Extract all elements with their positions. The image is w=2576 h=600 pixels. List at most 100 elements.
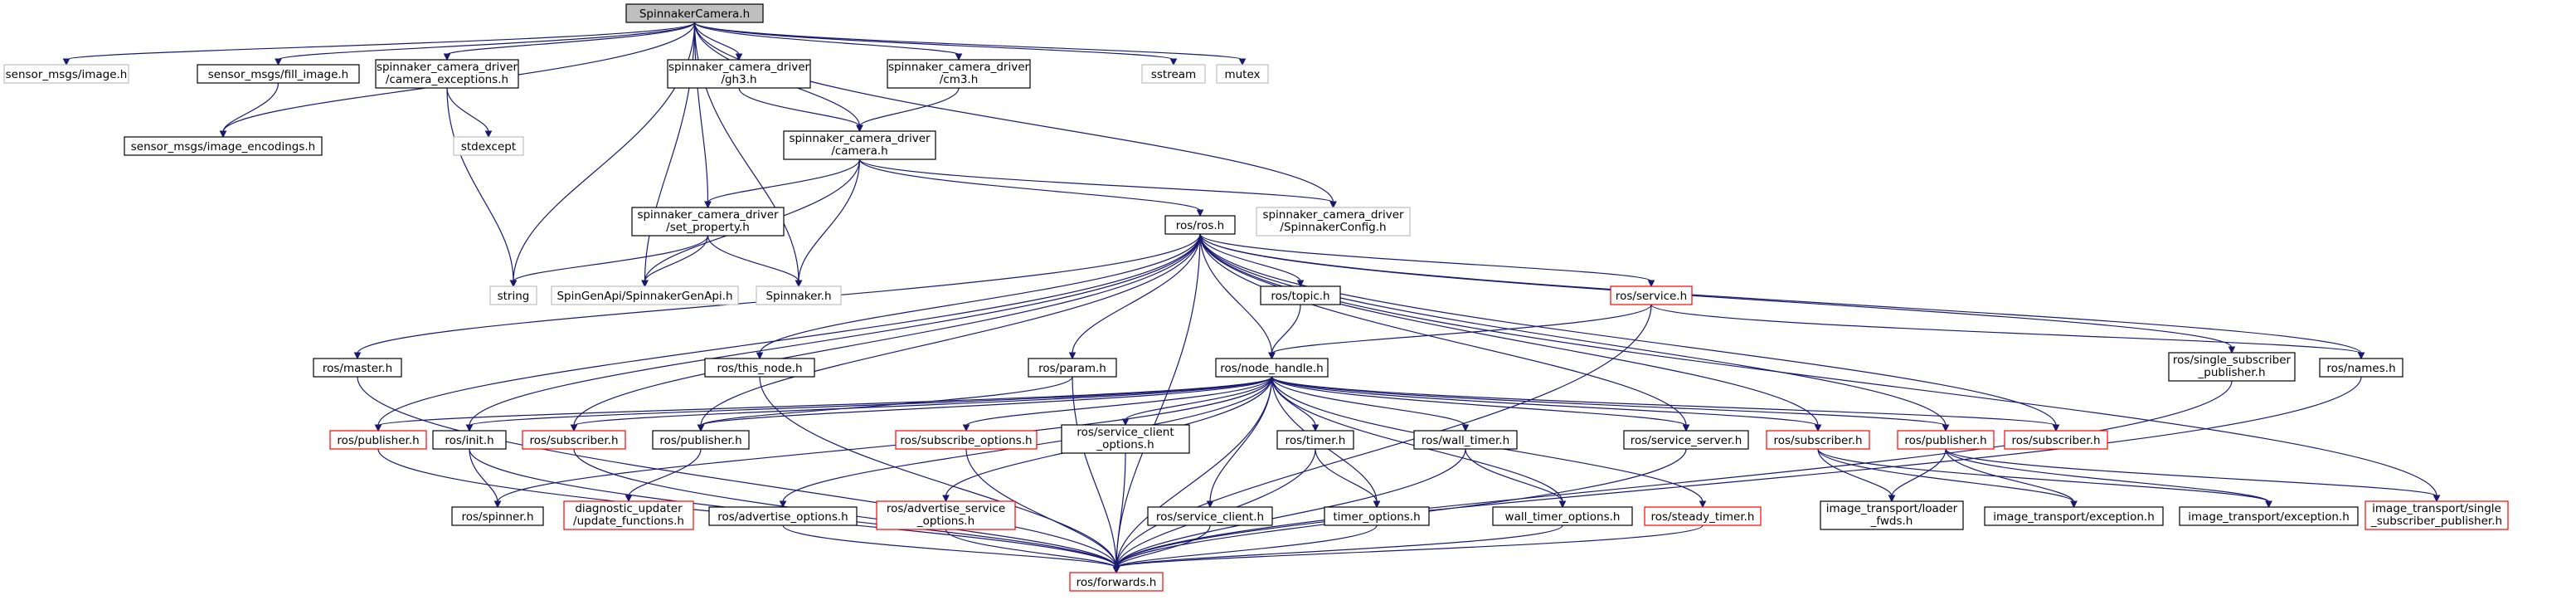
- edge-root-to-img: [62, 22, 696, 66]
- edge-line: [1271, 376, 2057, 427]
- edge-line: [700, 233, 1201, 427]
- node-advsrv[interactable]: ros/advertise_service_options.h: [876, 500, 1016, 530]
- node-walltimeropt[interactable]: wall_timer_options.h: [1492, 506, 1633, 526]
- edge-arrowhead: [1068, 352, 1077, 360]
- edge-timer-to-timeropt: [1315, 448, 1381, 509]
- node-srvserver[interactable]: ros/service_server.h: [1623, 430, 1749, 450]
- edge-line: [469, 376, 1273, 427]
- node-pub3[interactable]: ros/publisher.h: [1897, 430, 1995, 450]
- node-label: ros/node_handle.h: [1220, 362, 1323, 375]
- node-walltimer[interactable]: ros/wall_timer.h: [1413, 430, 1518, 450]
- edge-line: [1199, 233, 1273, 354]
- node-sub2[interactable]: ros/subscriber.h: [1766, 430, 1870, 450]
- edge-rosros-to-sub1: [570, 233, 1201, 432]
- node-timer[interactable]: ros/timer.h: [1276, 430, 1354, 450]
- edge-pub3-to-exc2: [1945, 448, 2272, 509]
- node-label: /SpinnakerConfig.h: [1280, 221, 1386, 234]
- node-rosros[interactable]: ros/ros.h: [1164, 215, 1236, 235]
- node-fill[interactable]: sensor_msgs/fill_image.h: [197, 64, 360, 84]
- node-param[interactable]: ros/param.h: [1028, 358, 1117, 378]
- node-label: /camera.h: [831, 144, 887, 158]
- node-nh[interactable]: ros/node_handle.h: [1215, 358, 1329, 378]
- node-srvclient[interactable]: ros/service_client.h: [1147, 506, 1273, 526]
- node-init[interactable]: ros/init.h: [432, 430, 507, 450]
- edge-line: [1072, 233, 1201, 354]
- node-service[interactable]: ros/service.h: [1610, 285, 1693, 305]
- node-box: [2365, 500, 2509, 530]
- node-itssp[interactable]: image_transport/single_subscriber_publis…: [2365, 500, 2509, 530]
- edge-line: [1125, 376, 1273, 421]
- edge-ssp-to-forwards: [1112, 380, 2233, 574]
- node-box: [895, 430, 1038, 450]
- edge-line: [693, 22, 709, 203]
- node-root[interactable]: SpinnakerCamera.h: [625, 3, 764, 23]
- edge-line: [377, 233, 1201, 427]
- node-label: spinnaker_camera_driver: [789, 132, 931, 145]
- edge-line: [1199, 233, 1947, 427]
- node-box: [1324, 506, 1430, 526]
- node-exc1[interactable]: image_transport/exception.h: [1984, 506, 2164, 526]
- edge-arrowhead: [2052, 424, 2060, 432]
- node-box: [1276, 430, 1354, 450]
- node-label: ros/service_client.h: [1156, 510, 1264, 524]
- edge-line: [1199, 233, 2233, 349]
- node-subopt[interactable]: ros/subscribe_options.h: [895, 430, 1038, 450]
- node-cexc[interactable]: spinnaker_camera_driver/camera_exception…: [375, 59, 519, 89]
- node-steady[interactable]: ros/steady_timer.h: [1644, 506, 1762, 526]
- edge-arrowhead: [704, 201, 712, 209]
- edge-service-to-names: [1650, 304, 2365, 360]
- edge-arrowhead: [1888, 495, 1896, 503]
- node-advopt[interactable]: ros/advertise_options.h: [708, 506, 858, 526]
- node-thisnode[interactable]: ros/this_node.h: [704, 358, 815, 378]
- node-box: [1215, 358, 1329, 378]
- node-box: [551, 285, 739, 305]
- edge-line: [782, 524, 1117, 568]
- edge-arrowhead: [1268, 352, 1276, 360]
- node-label: ros/spinner.h: [461, 510, 533, 524]
- edge-arrowhead: [1699, 500, 1707, 509]
- node-label: ros/publisher.h: [337, 434, 419, 447]
- node-exc2[interactable]: image_transport/exception.h: [2179, 506, 2359, 526]
- node-setprop[interactable]: spinnaker_camera_driver/set_property.h: [631, 207, 785, 237]
- node-label: spinnaker_camera_driver: [377, 61, 518, 74]
- edge-line: [1115, 524, 1211, 568]
- edge-line: [1817, 448, 2075, 503]
- node-forwards[interactable]: ros/forwards.h: [1069, 572, 1164, 592]
- node-scopt[interactable]: ros/service_client_options.h: [1061, 424, 1190, 454]
- node-pub2[interactable]: ros/publisher.h: [652, 430, 750, 450]
- node-label: sensor_msgs/fill_image.h: [208, 68, 348, 81]
- node-label: sensor_msgs/image.h: [6, 68, 128, 81]
- node-master[interactable]: ros/master.h: [313, 358, 402, 378]
- node-topic[interactable]: ros/topic.h: [1260, 285, 1341, 305]
- node-label: ros/topic.h: [1271, 290, 1329, 303]
- edge-arrowhead: [1373, 500, 1381, 509]
- node-names[interactable]: ros/names.h: [2319, 358, 2403, 378]
- node-label: /cm3.h: [940, 73, 979, 86]
- edge-nh-to-init: [465, 376, 1273, 432]
- edge-cexc-to-string: [446, 87, 518, 288]
- edge-arrowhead: [443, 53, 451, 61]
- edge-line: [1115, 448, 1466, 568]
- node-camera[interactable]: spinnaker_camera_driver/camera.h: [783, 130, 936, 160]
- node-cm3[interactable]: spinnaker_camera_driver/cm3.h: [887, 59, 1031, 89]
- node-box: [451, 506, 544, 526]
- edge-service-to-forwards: [1112, 304, 1652, 574]
- node-ssp[interactable]: ros/single_subscriber_publisher.h: [2168, 352, 2296, 382]
- node-label: wall_timer_options.h: [1505, 510, 1621, 524]
- node-diag[interactable]: diagnostic_updater/update_functions.h: [563, 500, 694, 530]
- node-box: [1413, 430, 1518, 450]
- node-spinner[interactable]: ros/spinner.h: [451, 506, 544, 526]
- node-label: ros/publisher.h: [659, 434, 741, 447]
- node-enc[interactable]: sensor_msgs/image_encodings.h: [124, 136, 323, 156]
- node-sub1[interactable]: ros/subscriber.h: [522, 430, 626, 450]
- node-loader[interactable]: image_transport/loader_fwds.h: [1820, 500, 1964, 530]
- edge-arrowhead: [942, 495, 950, 503]
- node-timeropt[interactable]: timer_options.h: [1324, 506, 1430, 526]
- node-genapi: SpinGenApi/SpinnakerGenApi.h: [551, 285, 739, 305]
- edge-line: [1817, 448, 2270, 503]
- node-sub3[interactable]: ros/subscriber.h: [2004, 430, 2108, 450]
- node-pub1[interactable]: ros/publisher.h: [329, 430, 427, 450]
- node-box: [652, 430, 750, 450]
- node-gh3[interactable]: spinnaker_camera_driver/gh3.h: [667, 59, 811, 89]
- edge-root-to-cexc: [443, 22, 696, 61]
